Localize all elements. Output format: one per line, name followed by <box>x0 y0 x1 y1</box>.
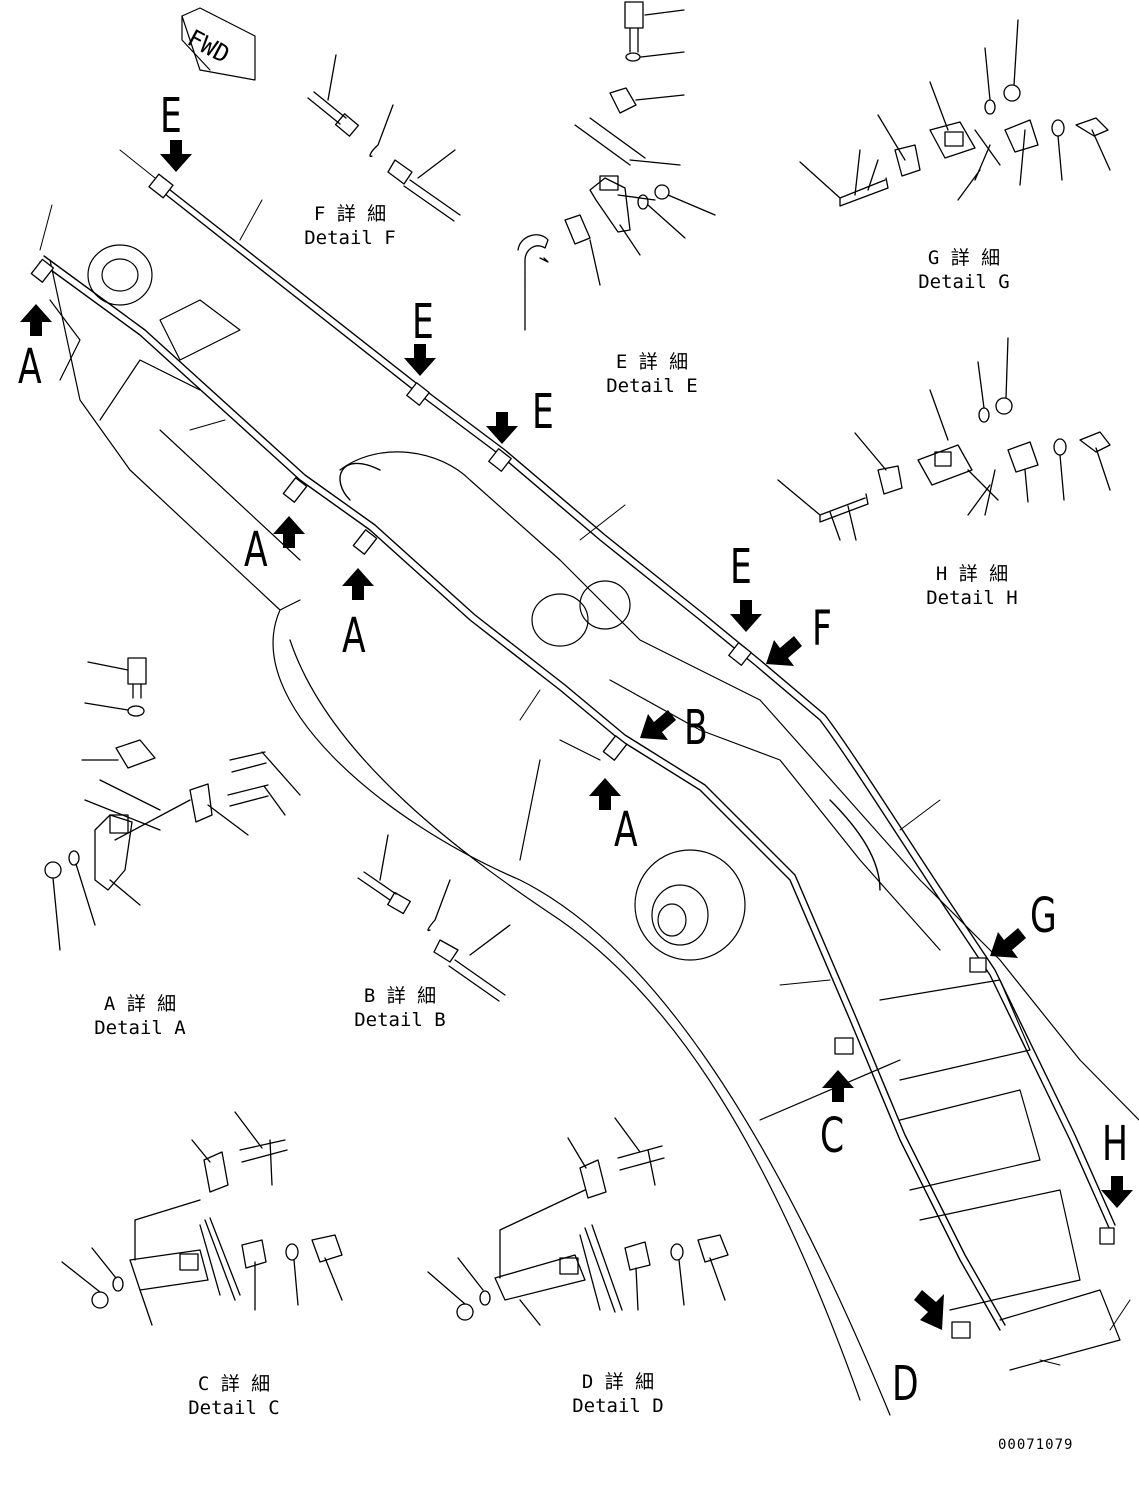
callout-e: E <box>160 88 182 144</box>
detail-c-en: Detail C <box>188 1397 280 1419</box>
callout-c: C <box>820 1108 845 1164</box>
pipe-clamps <box>30 173 1115 1339</box>
callout-e: E <box>730 539 752 595</box>
detail-g-drawing <box>799 19 1111 207</box>
callout-a: A <box>614 802 638 858</box>
callout-g: G <box>1030 888 1057 944</box>
callout-f: F <box>812 601 832 657</box>
fwd-marker-drawing <box>181 7 256 81</box>
detail-b-drawing <box>357 834 511 1002</box>
detail-g-en: Detail G <box>918 271 1010 293</box>
detail-e-en: Detail E <box>606 375 698 397</box>
detail-f-caption: F 詳 細 Detail F <box>298 202 402 250</box>
boom-structure <box>49 244 1139 1416</box>
part-number: 00071079 <box>998 1437 1074 1453</box>
detail-e-jp: E 詳 細 <box>615 351 689 373</box>
detail-a-jp: A 詳 細 <box>103 993 177 1015</box>
detail-c-drawing <box>61 1111 343 1326</box>
detail-h-drawing <box>777 337 1111 541</box>
detail-d-caption: D 詳 細 Detail D <box>566 1370 670 1418</box>
detail-f-drawing <box>307 54 461 222</box>
leader-lines <box>39 149 1131 1366</box>
detail-f-en: Detail F <box>304 227 396 249</box>
detail-g-caption: G 詳 細 Detail G <box>912 246 1016 294</box>
detail-g-jp: G 詳 細 <box>927 247 1001 269</box>
detail-b-en: Detail B <box>354 1009 446 1031</box>
callout-h: H <box>1102 1116 1128 1172</box>
callout-a: A <box>342 608 366 664</box>
detail-h-jp: H 詳 細 <box>935 563 1009 585</box>
callout-d: D <box>892 1356 919 1412</box>
detail-b-caption: B 詳 細 Detail B <box>348 984 452 1032</box>
callout-a: A <box>244 522 268 578</box>
detail-c-jp: C 詳 細 <box>197 1373 271 1395</box>
detail-d-drawing <box>427 1117 729 1326</box>
callout-a: A <box>18 339 42 395</box>
detail-d-jp: D 詳 細 <box>581 1371 655 1393</box>
detail-c-caption: C 詳 細 Detail C <box>182 1372 286 1420</box>
detail-b-jp: B 詳 細 <box>363 985 437 1007</box>
callout-arrows <box>20 140 1133 1330</box>
detail-a-caption: A 詳 細 Detail A <box>88 992 192 1040</box>
detail-a-drawing <box>44 657 301 951</box>
detail-a-en: Detail A <box>94 1017 186 1039</box>
detail-h-en: Detail H <box>926 587 1018 609</box>
callout-e: E <box>412 294 434 350</box>
pipe-lines <box>39 185 1116 1331</box>
callout-e: E <box>532 384 554 440</box>
detail-e-drawing <box>517 1 716 331</box>
detail-e-caption: E 詳 細 Detail E <box>600 350 704 398</box>
detail-d-en: Detail D <box>572 1395 664 1417</box>
detail-f-jp: F 詳 細 <box>313 203 387 225</box>
callout-b: B <box>684 700 708 756</box>
detail-h-caption: H 詳 細 Detail H <box>920 562 1024 610</box>
